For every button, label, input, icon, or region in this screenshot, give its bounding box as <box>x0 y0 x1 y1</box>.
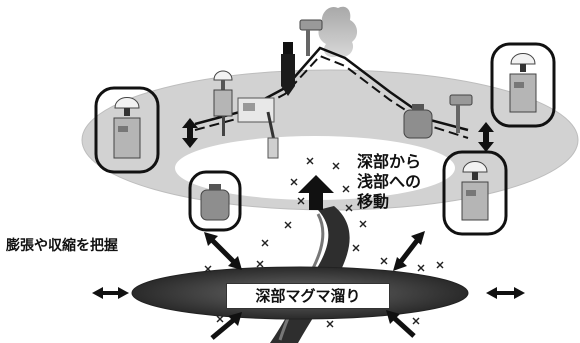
earthquake-hypocenter-icon <box>417 264 425 272</box>
gps-antenna-icon <box>462 161 488 180</box>
station-summit <box>281 42 295 96</box>
earthquake-hypocenter-icon <box>284 221 292 229</box>
movement-label: 深部から 浅部への 移動 <box>357 152 422 211</box>
gas-canister-icon <box>403 104 433 139</box>
tiltmeter-icon <box>237 97 279 159</box>
deformation-arrow-icon <box>92 287 129 299</box>
station-left-ridge <box>213 70 233 136</box>
earthquake-hypocenter-icon <box>345 204 353 212</box>
camera-icon <box>299 19 323 56</box>
circled-station-right-bottom <box>442 150 508 236</box>
upward-arrow-icon <box>298 175 334 210</box>
deformation-arrow-icon <box>478 122 494 152</box>
circled-canister <box>188 170 242 232</box>
gas-canister-icon <box>200 184 230 221</box>
camera-icon <box>449 94 473 133</box>
magma-reservoir-label: 深部マグマ溜り <box>226 283 390 309</box>
earthquake-hypocenter-icon <box>290 178 298 186</box>
gps-antenna-icon <box>213 70 233 90</box>
earthquake-hypocenter-icon <box>352 244 360 252</box>
earthquake-hypocenter-icon <box>216 315 224 323</box>
earthquake-hypocenter-icon <box>380 257 388 265</box>
earthquake-hypocenter-icon <box>261 239 269 247</box>
deformation-arrow-icon <box>210 312 242 340</box>
gps-antenna-icon <box>510 53 536 72</box>
earthquake-hypocenter-icon <box>297 197 305 205</box>
deformation-arrow-icon <box>486 287 525 299</box>
volcanic-plume-icon <box>318 6 358 58</box>
earthquake-hypocenter-icon <box>256 260 264 268</box>
deformation-arrow-icon <box>393 231 425 271</box>
seismometer-icon <box>281 42 295 96</box>
earthquake-hypocenter-icon <box>412 317 420 325</box>
circled-station-left <box>94 86 160 174</box>
expansion-contraction-label: 膨張や収縮を把握 <box>6 238 118 254</box>
earthquake-hypocenter-icon <box>342 185 350 193</box>
gps-antenna-icon <box>114 97 140 116</box>
deformation-arrow-icon <box>182 118 198 148</box>
earthquake-hypocenters <box>204 157 444 328</box>
deformation-arrows <box>92 118 525 340</box>
deformation-arrow-icon <box>386 310 416 338</box>
circled-station-right-top <box>490 42 556 128</box>
earthquake-hypocenter-icon <box>332 162 340 170</box>
earthquake-hypocenter-icon <box>436 261 444 269</box>
earthquake-hypocenter-icon <box>306 157 314 165</box>
deformation-arrow-icon <box>204 232 242 270</box>
earthquake-hypocenter-icon <box>359 220 367 228</box>
earthquake-hypocenter-icon <box>204 265 212 273</box>
earthquake-hypocenter-icon <box>326 320 334 328</box>
